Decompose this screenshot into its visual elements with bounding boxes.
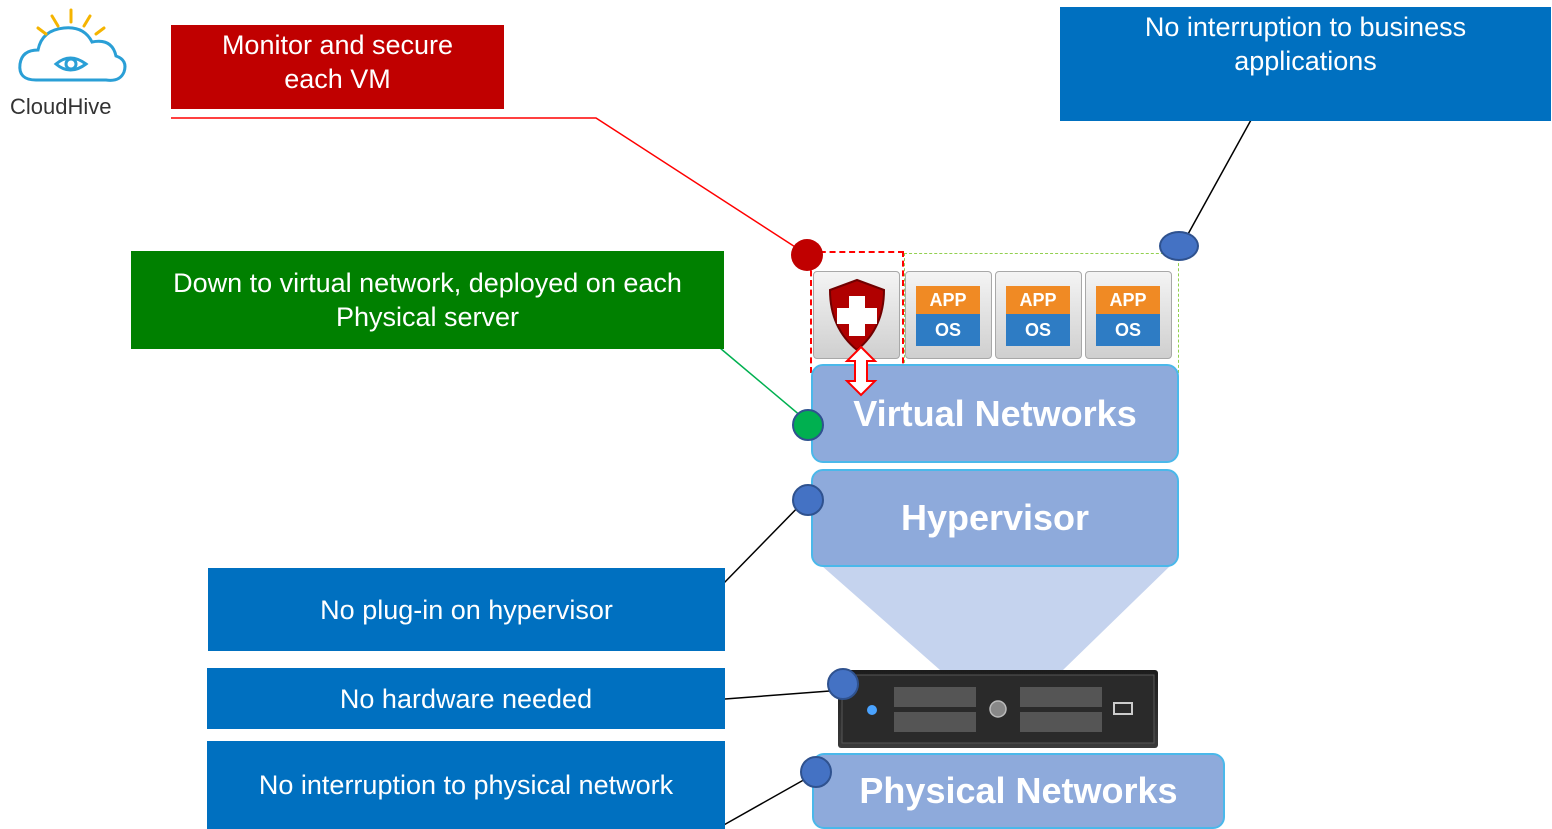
virtual-network-endpoint-dot bbox=[792, 409, 824, 441]
server-front-icon bbox=[841, 674, 1155, 744]
vm-tile-1: APP OS bbox=[905, 271, 992, 359]
os-label: OS bbox=[1096, 314, 1160, 346]
hypervisor-layer: Hypervisor bbox=[811, 469, 1179, 567]
double-arrow-icon bbox=[844, 345, 878, 397]
cloudhive-logo: CloudHive bbox=[8, 8, 138, 126]
app-label: APP bbox=[916, 286, 980, 314]
monitor-endpoint-dot bbox=[791, 239, 823, 271]
vm-tile-2: APP OS bbox=[995, 271, 1082, 359]
cloud-eye-icon bbox=[18, 8, 127, 82]
physical-networks-layer: Physical Networks bbox=[812, 753, 1225, 829]
business-vms-dashed-box bbox=[904, 253, 1179, 373]
security-vm-tile bbox=[813, 271, 900, 359]
monitor-callout: Monitor and secure each VM bbox=[171, 25, 504, 109]
physical-connector bbox=[721, 772, 817, 827]
business-connector bbox=[1181, 119, 1252, 246]
os-label: OS bbox=[916, 314, 980, 346]
no-interruption-physical-callout: No interruption to physical network bbox=[207, 741, 725, 829]
virtual-network-callout: Down to virtual network, deployed on eac… bbox=[131, 251, 724, 349]
monitor-connector bbox=[171, 117, 807, 255]
hardware-connector bbox=[724, 689, 844, 700]
business-endpoint-dot bbox=[1159, 231, 1199, 261]
os-label: OS bbox=[1006, 314, 1070, 346]
no-plugin-callout: No plug-in on hypervisor bbox=[208, 568, 725, 651]
business-callout: No interruption to business applications bbox=[1060, 7, 1551, 121]
hypervisor-endpoint-dot bbox=[792, 484, 824, 516]
hypervisor-connector bbox=[722, 496, 809, 585]
hardware-endpoint-dot bbox=[827, 668, 859, 700]
virtual-network-connector bbox=[719, 347, 809, 423]
app-label: APP bbox=[1006, 286, 1070, 314]
projection-cone bbox=[822, 566, 1170, 670]
vm-tile-3: APP OS bbox=[1085, 271, 1172, 359]
server-hardware bbox=[838, 670, 1158, 748]
logo-text: CloudHive bbox=[10, 94, 112, 119]
physical-endpoint-dot bbox=[800, 756, 832, 788]
no-hardware-callout: No hardware needed bbox=[207, 668, 725, 729]
app-label: APP bbox=[1096, 286, 1160, 314]
security-shield-icon bbox=[828, 278, 886, 352]
